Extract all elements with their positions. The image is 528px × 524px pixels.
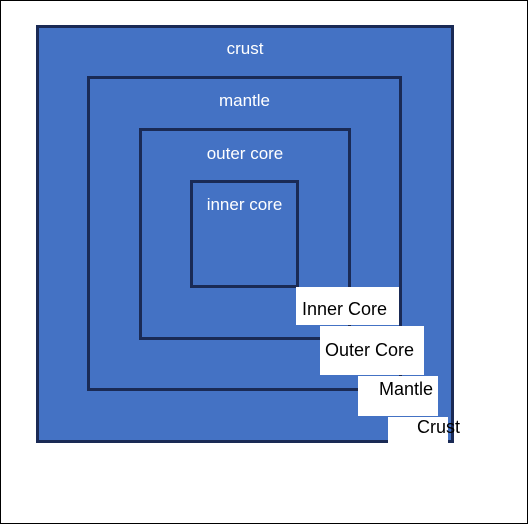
answer-label-crust[interactable]: Crust — [388, 417, 460, 445]
inner-core-layer — [190, 180, 299, 288]
answer-label-outer-core[interactable]: Outer Core — [320, 326, 424, 375]
mantle-layer-label: mantle — [218, 91, 271, 110]
answer-label-inner-core[interactable]: Inner Core — [296, 287, 399, 325]
answer-label-mantle[interactable]: Mantle — [358, 376, 438, 416]
crust-layer-label: crust — [226, 39, 264, 58]
inner-core-layer-label: inner core — [206, 195, 283, 214]
outer-core-layer-label: outer core — [206, 144, 284, 163]
